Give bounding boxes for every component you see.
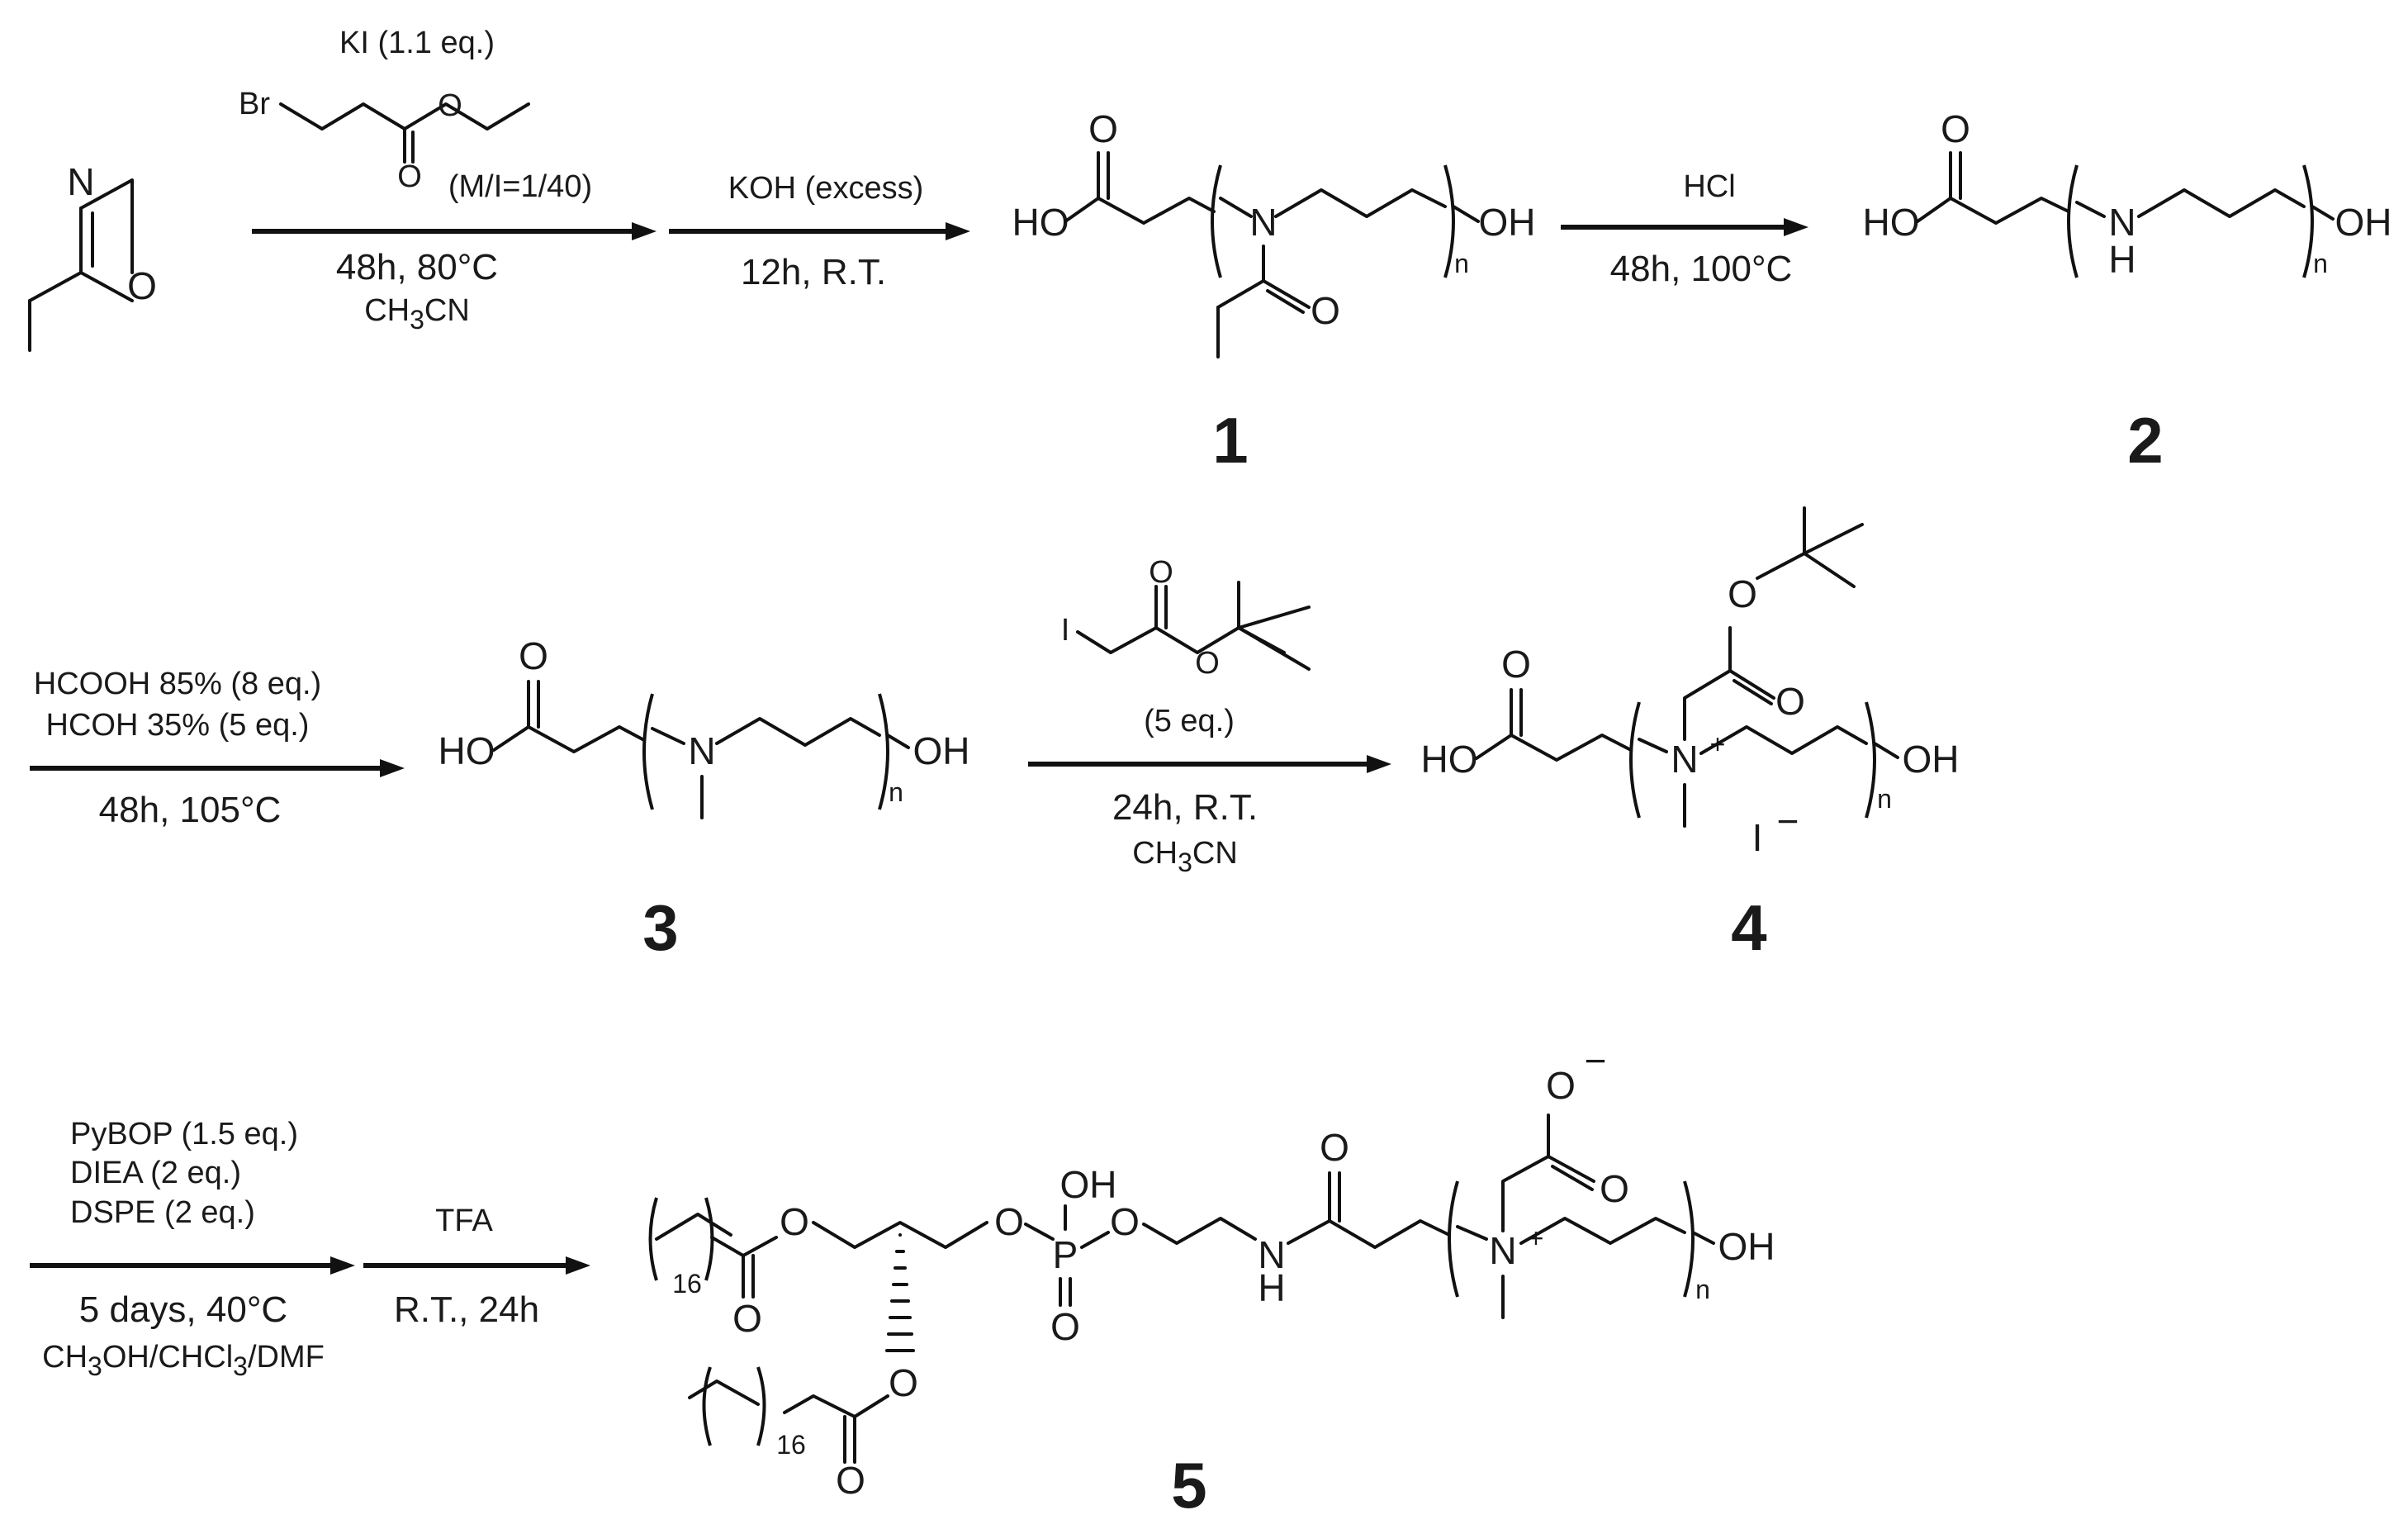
compound-5-structure: 16 O O O O 16 O P [648, 1039, 1775, 1502]
atom-n: N [2108, 201, 2135, 244]
step3-conditions: HCl 48h, 100°C [1561, 169, 1808, 289]
step5-time-temp: 24h, R.T. [1112, 787, 1258, 828]
repeat-n: n [1454, 249, 1469, 278]
charge-minus: − [1777, 800, 1799, 843]
atom-o: O [397, 159, 422, 194]
compound-3-structure: HO O N OH n [438, 634, 970, 819]
atom-o: O [1501, 643, 1531, 686]
chain-length: 16 [672, 1269, 702, 1299]
step4-conditions: HCOOH 85% (8 eq.) HCOH 35% (5 eq.) 48h, … [30, 667, 405, 830]
step2-conditions: KOH (excess) 12h, R.T. [669, 171, 970, 292]
atom-n: N [1671, 738, 1698, 781]
step7-time-temp: R.T., 24h [394, 1289, 539, 1330]
tert-butyl-iodoacetate: I O O [1061, 555, 1311, 681]
atom-o: O [1088, 107, 1118, 150]
step6-line1: PyBOP (1.5 eq.) [70, 1117, 298, 1151]
chain-length: 16 [776, 1430, 806, 1460]
atom-o: O [1195, 646, 1220, 681]
step6-line3: DSPE (2 eq.) [70, 1195, 255, 1230]
atom-oh: OH [1903, 738, 1960, 781]
atom-h: H [2108, 238, 2135, 281]
step2-reagent: KOH (excess) [728, 171, 923, 206]
step6-line2: DIEA (2 eq.) [70, 1156, 241, 1190]
stereo-hash [885, 1233, 915, 1352]
step1-conditions: KI (1.1 eq.) Br O O (M/I=1/40) 48h, 80°C… [239, 26, 657, 335]
step4-line2: HCOH 35% (5 eq.) [46, 708, 310, 743]
atom-ho: HO [438, 729, 495, 772]
atom-ho: HO [1012, 201, 1069, 244]
repeat-n: n [1695, 1275, 1710, 1304]
step1-ratio: (M/I=1/40) [448, 169, 592, 204]
step4-time-temp: 48h, 105°C [99, 790, 282, 830]
atom-ho: HO [1863, 201, 1920, 244]
atom-p: P [1053, 1233, 1078, 1276]
step1-reagent: KI (1.1 eq.) [339, 26, 495, 60]
atom-oh: OH [1479, 201, 1536, 244]
atom-n: N [1249, 201, 1277, 244]
atom-o: O [1311, 289, 1340, 332]
step5-eq: (5 eq.) [1144, 704, 1235, 738]
step6-time-temp: 5 days, 40°C [79, 1289, 287, 1330]
atom-br: Br [239, 87, 270, 121]
atom-i: I [1061, 613, 1070, 648]
atom-o: O [1149, 555, 1173, 590]
step3-time-temp: 48h, 100°C [1610, 249, 1793, 289]
atom-o: O [438, 88, 462, 123]
step1-time-temp: 48h, 80°C [336, 247, 498, 287]
compound-3-label: 3 [642, 891, 678, 964]
atom-oh: OH [2335, 201, 2392, 244]
atom-oh: OH [1060, 1163, 1117, 1206]
atom-n: N [1258, 1233, 1285, 1276]
atom-o: O [1775, 680, 1805, 723]
step7-conditions: TFA R.T., 24h [363, 1204, 590, 1330]
compound-4-label: 4 [1731, 891, 1766, 964]
step7-reagent: TFA [435, 1204, 493, 1238]
step2-time-temp: 12h, R.T. [741, 252, 886, 292]
atom-o: O [1941, 107, 1970, 150]
compound-4-structure: HO O N + O O OH n I − [1421, 506, 1960, 859]
atom-oh: OH [1718, 1225, 1775, 1268]
step3-reagent: HCl [1683, 169, 1735, 204]
atom-o: O [1600, 1167, 1629, 1210]
ethyl-bromopropanoate: Br O O [239, 87, 530, 194]
atom-n: N [688, 729, 715, 772]
step4-line1: HCOOH 85% (8 eq.) [34, 667, 321, 701]
atom-o: O [1728, 572, 1757, 615]
atom-n: N [67, 160, 94, 203]
atom-o: O [836, 1459, 865, 1502]
compound-2-structure: HO O N H OH n [1863, 107, 2392, 281]
step1-solvent: CH3CN [364, 293, 470, 335]
repeat-n: n [2313, 249, 2328, 278]
atom-oh: OH [913, 729, 970, 772]
atom-o: O [1110, 1200, 1140, 1243]
atom-o: O [889, 1361, 918, 1404]
compound-1-label: 1 [1212, 404, 1248, 477]
step5-conditions: I O O (5 eq.) 24h, R.T. CH3CN [1028, 555, 1391, 877]
step6-conditions: PyBOP (1.5 eq.) DIEA (2 eq.) DSPE (2 eq.… [30, 1117, 355, 1381]
atom-o: O [994, 1200, 1024, 1243]
compound-2-label: 2 [2127, 404, 2163, 477]
atom-ho: HO [1421, 738, 1478, 781]
repeat-n: n [889, 777, 903, 807]
atom-o: O [1320, 1126, 1349, 1169]
step5-solvent: CH3CN [1132, 836, 1238, 877]
atom-o: O [732, 1297, 762, 1340]
atom-iodide: I [1752, 816, 1763, 859]
atom-o: O [519, 634, 548, 677]
charge-minus: − [1585, 1039, 1607, 1082]
compound-1-structure: HO O N OH n O [1012, 107, 1536, 359]
compound-5-label: 5 [1171, 1449, 1206, 1522]
atom-o: O [1050, 1305, 1080, 1348]
atom-n: N [1489, 1229, 1516, 1272]
atom-o: O [127, 264, 157, 307]
atom-o: O [1546, 1064, 1576, 1107]
repeat-n: n [1877, 784, 1892, 814]
oxazine-monomer: N O [28, 160, 157, 352]
atom-o: O [780, 1200, 809, 1243]
atom-h: H [1258, 1266, 1285, 1309]
step6-solvent: CH3OH/CHCl3/DMF [42, 1340, 325, 1381]
